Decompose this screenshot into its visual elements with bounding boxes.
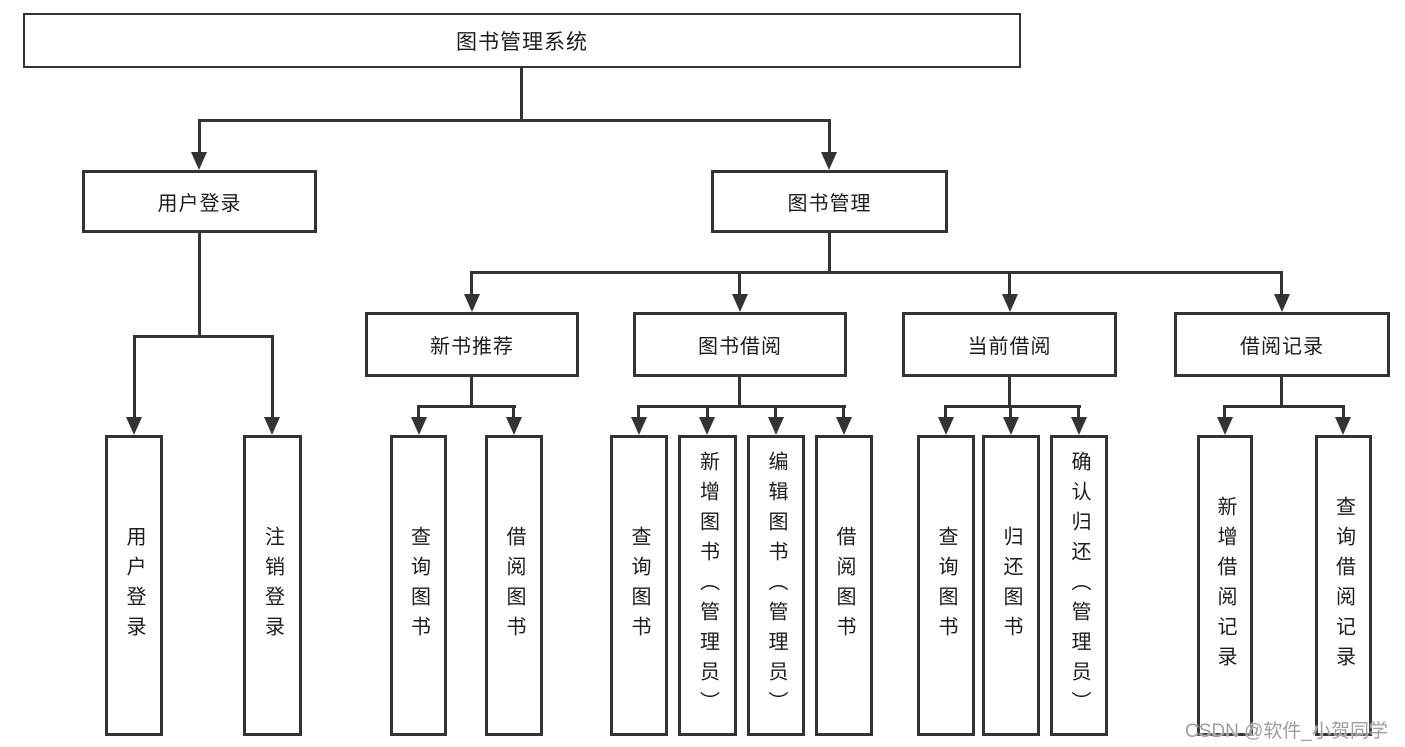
arrow-down-icon: [732, 294, 748, 312]
connector-line: [1077, 405, 1080, 421]
node-new-book-recommend: 新书推荐: [365, 312, 579, 377]
node-library-system: 图书管理系统: [23, 13, 1021, 68]
connector-line: [842, 405, 845, 421]
arrow-down-icon: [631, 417, 647, 435]
arrow-down-icon: [1335, 417, 1351, 435]
node-book-borrow: 图书借阅: [633, 312, 847, 377]
leaf-add-borrow-record: 新增借阅记录: [1197, 435, 1253, 736]
arrow-down-icon: [699, 417, 715, 435]
leaf-user-login: 用户登录: [105, 435, 163, 736]
arrow-down-icon: [768, 417, 784, 435]
arrow-down-icon: [1002, 294, 1018, 312]
arrow-down-icon: [1071, 417, 1087, 435]
leaf-add-book-admin: 新增图书（管理员）: [678, 435, 737, 736]
connector-line: [1342, 405, 1345, 421]
connector-line: [1008, 377, 1011, 408]
connector-line: [738, 271, 741, 297]
arrow-down-icon: [464, 294, 480, 312]
connector-line: [417, 405, 516, 408]
connector-line: [828, 119, 831, 155]
connector-line: [637, 405, 846, 408]
connector-line: [198, 119, 831, 122]
leaf-logout: 注销登录: [243, 435, 302, 736]
connector-line: [738, 377, 741, 408]
connector-line: [1223, 405, 1226, 421]
leaf-query-books-recommend: 查询图书: [390, 435, 447, 736]
connector-line: [271, 335, 274, 419]
connector-line: [944, 405, 1081, 408]
leaf-borrow-books-borrow: 借阅图书: [815, 435, 873, 736]
arrow-down-icon: [126, 417, 142, 435]
node-borrow-records: 借阅记录: [1174, 312, 1390, 377]
connector-line: [1280, 271, 1283, 297]
connector-line: [133, 335, 136, 419]
arrow-down-icon: [264, 417, 280, 435]
connector-line: [470, 271, 473, 297]
connector-line: [1008, 271, 1011, 297]
leaf-query-borrow-record: 查询借阅记录: [1315, 435, 1372, 736]
arrow-down-icon: [821, 152, 837, 170]
arrow-down-icon: [836, 417, 852, 435]
node-book-management: 图书管理: [711, 170, 948, 233]
leaf-return-book: 归还图书: [982, 435, 1040, 736]
watermark-text: CSDN @软件_小贺同学: [1185, 721, 1388, 742]
connector-line: [198, 233, 201, 338]
connector-line: [470, 377, 473, 408]
node-user-login: 用户登录: [82, 170, 317, 233]
arrow-down-icon: [191, 152, 207, 170]
connector-line: [512, 405, 515, 421]
leaf-confirm-return-admin: 确认归还（管理员）: [1050, 435, 1108, 736]
connector-line: [470, 271, 1283, 274]
connector-line: [828, 233, 831, 274]
connector-line: [706, 405, 709, 421]
arrow-down-icon: [1274, 294, 1290, 312]
connector-line: [637, 405, 640, 421]
connector-line: [944, 405, 947, 421]
arrow-down-icon: [506, 417, 522, 435]
connector-line: [1280, 377, 1283, 408]
arrow-down-icon: [938, 417, 954, 435]
connector-line: [1223, 405, 1345, 408]
connector-line: [1009, 405, 1012, 421]
connector-line: [520, 68, 523, 122]
connector-line: [417, 405, 420, 421]
arrow-down-icon: [1217, 417, 1233, 435]
connector-line: [774, 405, 777, 421]
arrow-down-icon: [411, 417, 427, 435]
leaf-query-books-borrow: 查询图书: [610, 435, 668, 736]
connector-line: [198, 119, 201, 155]
leaf-query-books-current: 查询图书: [917, 435, 975, 736]
node-current-borrow: 当前借阅: [902, 312, 1117, 377]
leaf-borrow-books-recommend: 借阅图书: [485, 435, 543, 736]
arrow-down-icon: [1003, 417, 1019, 435]
connector-line: [133, 335, 274, 338]
leaf-edit-book-admin: 编辑图书（管理员）: [747, 435, 805, 736]
